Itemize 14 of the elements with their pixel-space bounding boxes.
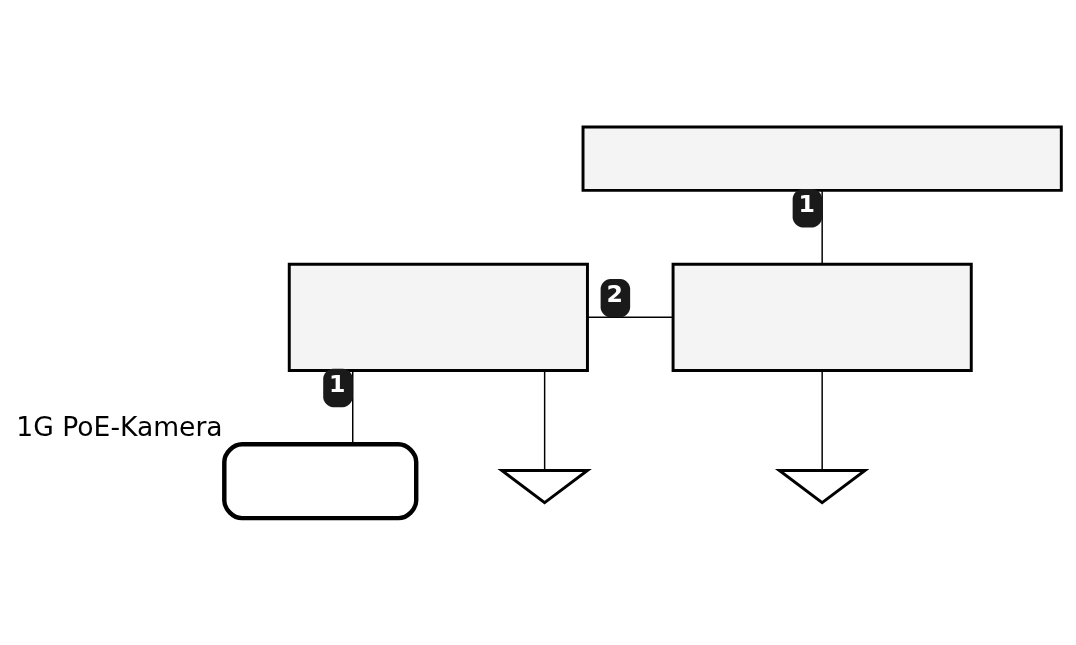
node-ground (497, 469, 592, 505)
node-box (581, 125, 1063, 192)
connector (821, 369, 823, 471)
node-box (287, 262, 589, 372)
connector (821, 190, 823, 265)
node-ground (774, 469, 870, 505)
node-label: 1G PoE-Kamera (16, 411, 223, 443)
node-box (671, 262, 973, 372)
edge-label: 2 (606, 280, 623, 309)
edge-label: 1 (329, 370, 346, 399)
node-box (222, 442, 419, 521)
connector (587, 316, 674, 319)
connector (543, 369, 546, 471)
edge-label: 1 (798, 190, 815, 219)
